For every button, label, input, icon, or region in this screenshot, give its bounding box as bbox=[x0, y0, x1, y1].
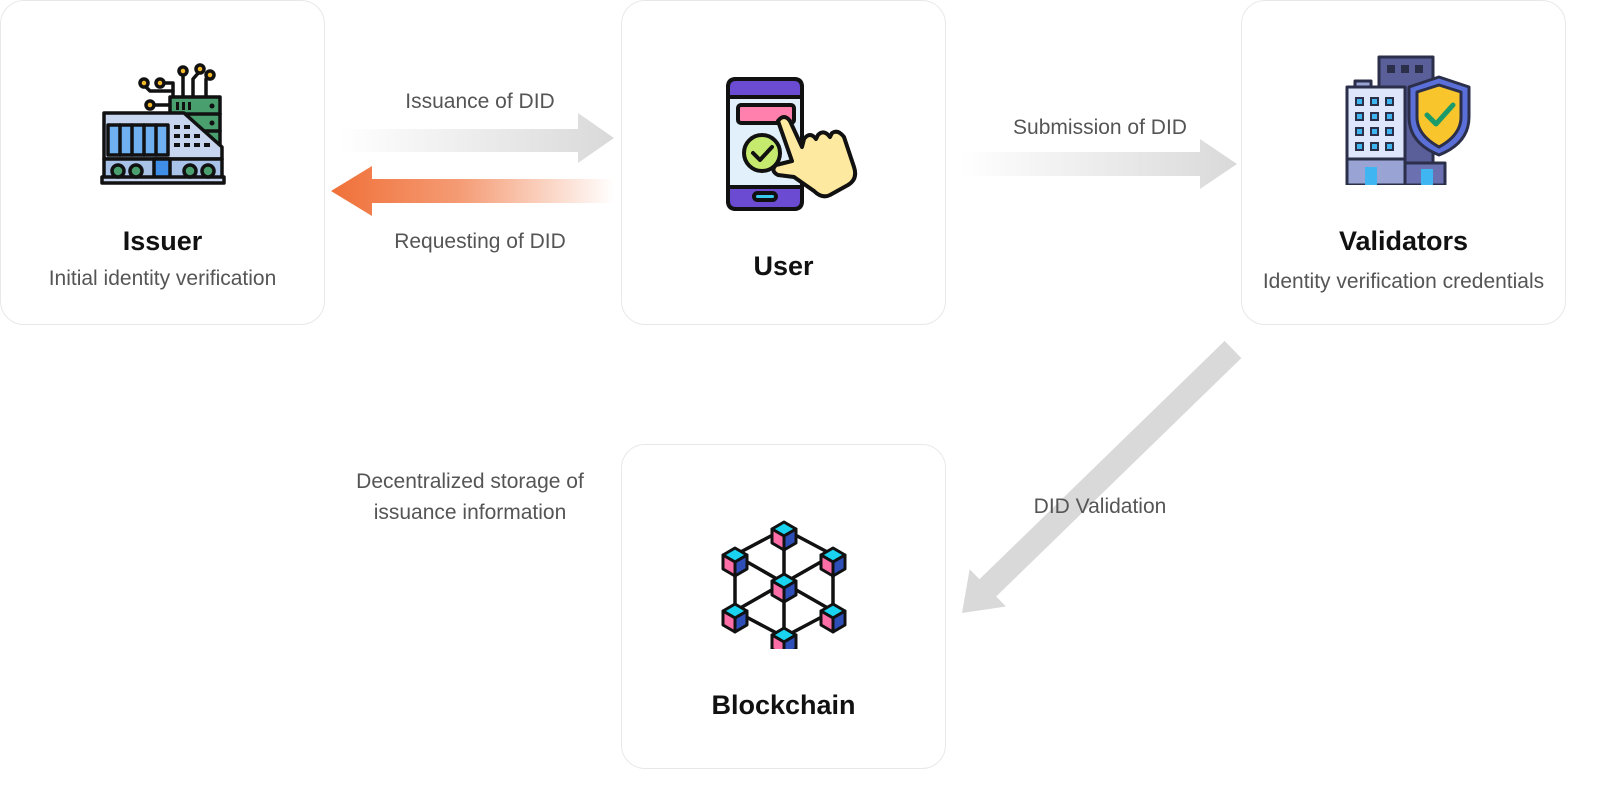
cube-face bbox=[782, 633, 797, 649]
building-shield-check-icon bbox=[1345, 55, 1470, 185]
node-issuer: Issuer Initial identity verification bbox=[0, 0, 325, 325]
cube-face bbox=[782, 579, 797, 604]
node-title: Issuer bbox=[122, 226, 203, 256]
cube-face bbox=[733, 553, 748, 578]
edge-label-issuance: Issuance of DID bbox=[405, 90, 555, 113]
node-user: User bbox=[621, 0, 946, 325]
smartphone-touch-check-icon bbox=[725, 77, 857, 211]
arrow-submission bbox=[960, 139, 1237, 189]
node-subtitle: Initial identity verification bbox=[48, 267, 277, 290]
node-title: Blockchain bbox=[711, 690, 856, 720]
node-validators: Validators Identity verification credent… bbox=[1241, 0, 1566, 325]
edge-label-requesting: Requesting of DID bbox=[394, 230, 566, 253]
edge-label-did-validation: DID Validation bbox=[1033, 495, 1167, 518]
edge-label-submission: Submission of DID bbox=[1013, 116, 1187, 139]
arrow-issuance bbox=[340, 113, 614, 163]
edge-label-line-1: Decentralized storage of bbox=[356, 470, 584, 493]
edge-label-line-2: issuance information bbox=[373, 501, 567, 524]
data-center-building-icon bbox=[99, 63, 226, 185]
edge-label-decentralized-storage: Decentralized storage of issuance inform… bbox=[320, 466, 620, 528]
cube-face bbox=[782, 527, 797, 552]
arrow-did-validation bbox=[962, 340, 1242, 613]
cube-face bbox=[831, 553, 846, 578]
node-subtitle: Identity verification credentials bbox=[1262, 270, 1545, 293]
cube-face bbox=[770, 633, 785, 649]
cube-face bbox=[831, 609, 846, 634]
arrow-decentralized-storage bbox=[337, 347, 609, 613]
node-title: User bbox=[753, 251, 814, 281]
blockchain-cubes-network-icon bbox=[721, 520, 846, 649]
node-title: Validators bbox=[1338, 226, 1469, 256]
cube-face bbox=[733, 609, 748, 634]
arrow-requesting bbox=[331, 166, 614, 216]
node-blockchain: Blockchain bbox=[621, 444, 946, 769]
